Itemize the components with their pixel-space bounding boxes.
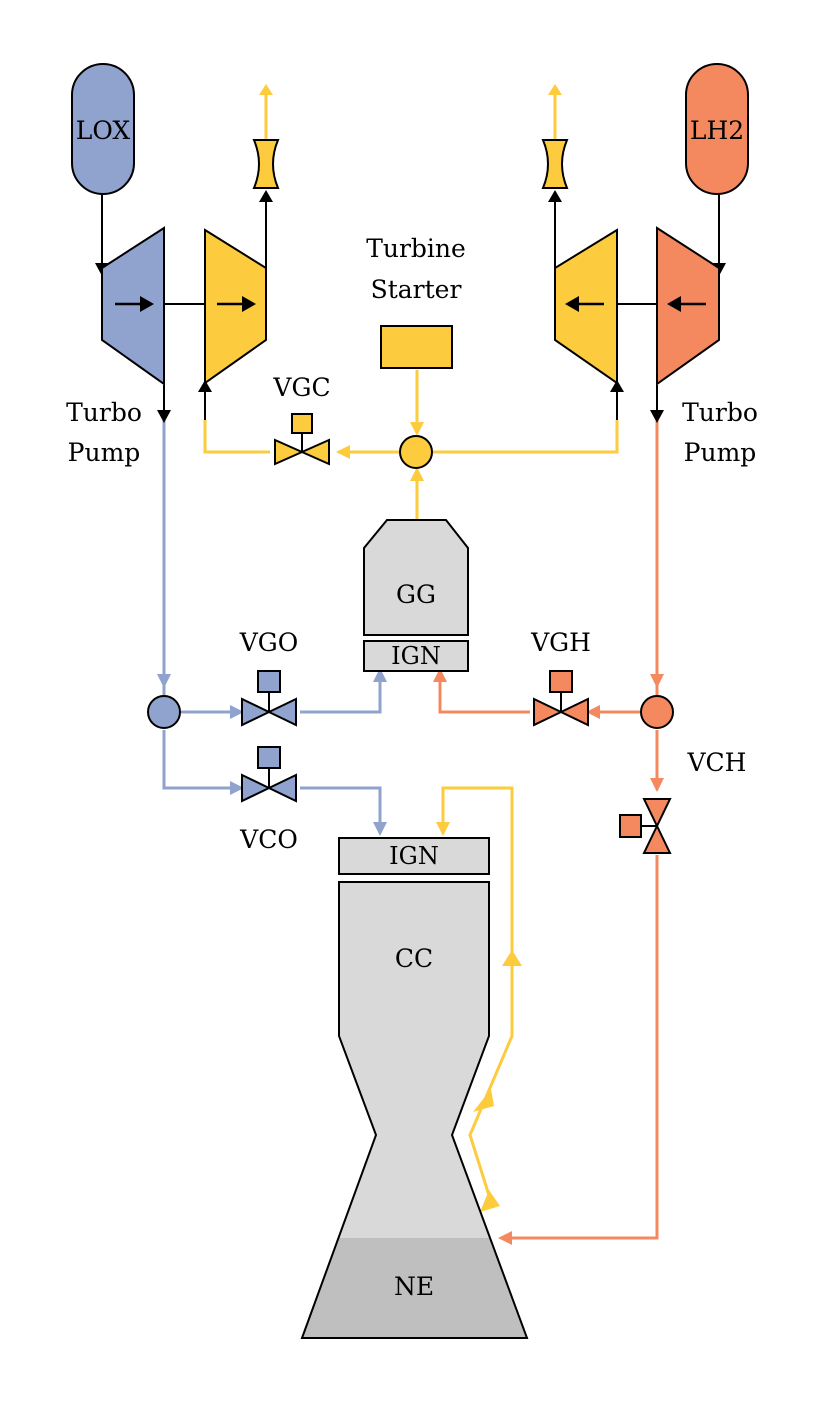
vco-valve: VCO (239, 746, 298, 854)
main-combustion-chamber: IGN CC NE (300, 837, 529, 1339)
vgh-valve: VGH (530, 628, 591, 727)
gas-junction (399, 435, 433, 469)
lh2-label: LH2 (690, 116, 744, 145)
fuel-arrowheads (433, 668, 664, 1245)
oxidizer-junction (147, 695, 181, 729)
turbo-pump-left-label-line2: Pump (68, 438, 141, 467)
gg-igniter-label: IGN (391, 642, 441, 670)
black-arrowheads (95, 190, 726, 423)
cc-label: CC (395, 944, 433, 973)
vgh-label: VGH (530, 628, 591, 657)
oxidizer-lines (162, 420, 382, 828)
lox-pump (101, 226, 165, 386)
vco-label: VCO (239, 825, 298, 854)
gg-label: GG (396, 580, 436, 609)
lh2-turbine (554, 228, 618, 385)
lh2-tank: LH2 (685, 63, 749, 195)
turbo-pump-right-label-line1: Turbo (682, 398, 758, 427)
vch-valve: VCH (619, 748, 747, 854)
gas-generator: GG IGN (363, 519, 469, 672)
right-exhaust-restrictor (541, 139, 569, 189)
vgc-valve: VGC (272, 373, 331, 466)
lox-turbine (204, 228, 267, 385)
turbo-pump-left-label-line1: Turbo (66, 398, 142, 427)
vgo-label: VGO (239, 628, 299, 657)
turbine-starter-label-line1: Turbine (366, 234, 466, 263)
vgo-valve: VGO (239, 628, 299, 727)
lh2-pump (656, 226, 720, 386)
lox-tank: LOX (71, 63, 135, 195)
cc-igniter-label: IGN (389, 842, 439, 870)
turbine-starter: Turbine Starter (366, 234, 466, 369)
gas-arrowheads (259, 84, 562, 1212)
vch-label: VCH (687, 748, 747, 777)
fuel-junction (640, 695, 674, 729)
vgc-label: VGC (272, 373, 330, 402)
turbo-pump-right-label-line2: Pump (684, 438, 757, 467)
lox-label: LOX (76, 116, 131, 145)
black-feed-lines (101, 195, 720, 420)
left-exhaust-restrictor (252, 139, 280, 189)
ne-label: NE (394, 1272, 434, 1301)
oxidizer-arrowheads (157, 668, 387, 836)
turbine-starter-label-line2: Starter (371, 275, 462, 304)
